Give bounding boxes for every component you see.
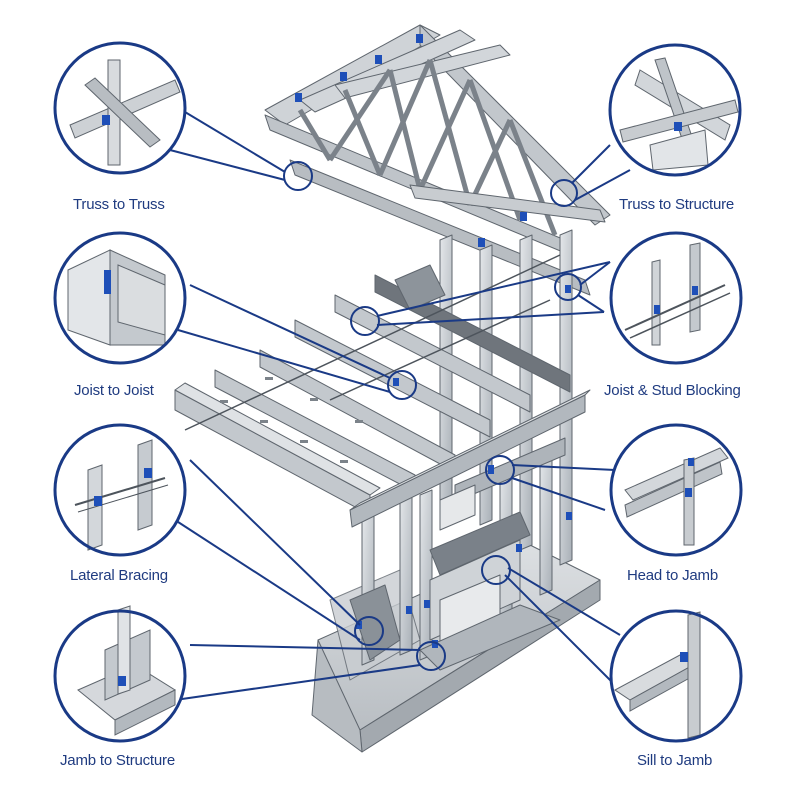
marker-joist-to-joist-lower[interactable]: [387, 370, 417, 400]
lateral-bracing-detail-icon: [53, 423, 187, 557]
label-joist-to-joist: Joist to Joist: [74, 382, 154, 399]
callout-leader-lines: [169, 111, 631, 701]
sill-to-jamb-detail-icon: [609, 609, 743, 743]
marker-joist-stud-blocking[interactable]: [554, 273, 582, 301]
marker-truss-to-structure[interactable]: [550, 179, 578, 207]
marker-joist-to-joist-upper[interactable]: [350, 306, 380, 336]
roof-trusses: [264, 24, 611, 296]
label-head-to-jamb: Head to Jamb: [627, 567, 718, 584]
marker-head-to-jamb[interactable]: [485, 455, 515, 485]
label-lateral-bracing: Lateral Bracing: [70, 567, 168, 584]
floor-joists: [174, 254, 591, 528]
label-truss-to-structure: Truss to Structure: [619, 196, 735, 213]
head-to-jamb-detail-icon: [609, 423, 743, 557]
window-opening: [349, 285, 572, 671]
joist-stud-blocking-detail-icon: [609, 231, 743, 365]
frame-assembly: [174, 24, 611, 753]
truss-to-truss-detail-icon: [53, 41, 187, 175]
marker-lateral-bracing[interactable]: [354, 616, 384, 646]
label-truss-to-truss: Truss to Truss: [73, 196, 165, 213]
label-joist-stud-blocking: Joist & Stud Blocking: [604, 382, 741, 399]
joist-to-joist-detail-icon: [53, 231, 187, 365]
detail-markers: [283, 161, 582, 671]
label-jamb-to-structure: Jamb to Structure: [60, 752, 175, 769]
jamb-to-structure-detail-icon: [53, 605, 187, 743]
label-sill-to-jamb: Sill to Jamb: [637, 752, 713, 769]
marker-truss-to-truss[interactable]: [283, 161, 313, 191]
truss-to-structure-detail-icon: [608, 43, 742, 177]
marker-sill-to-jamb[interactable]: [481, 555, 511, 585]
marker-jamb-to-structure[interactable]: [416, 641, 446, 671]
